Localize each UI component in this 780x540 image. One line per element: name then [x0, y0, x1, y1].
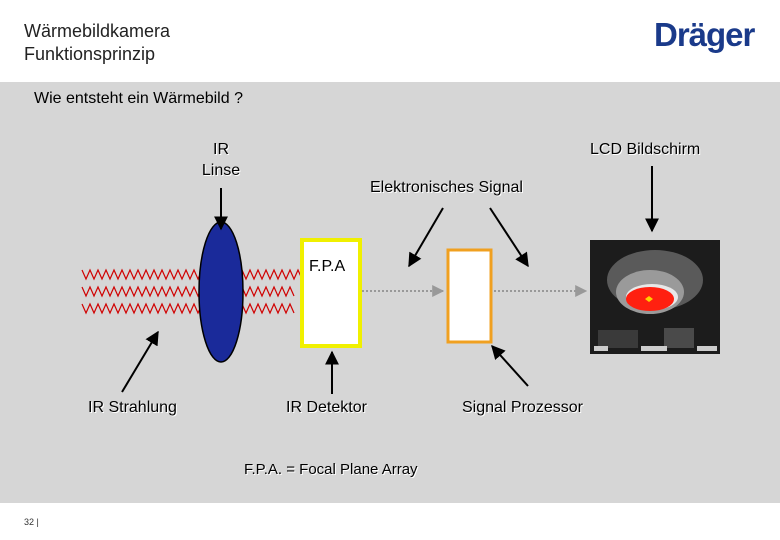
draeger-logo: Dräger — [654, 16, 755, 53]
lcd-screen — [590, 240, 720, 354]
slide-title: Wärmebildkamera — [24, 21, 171, 41]
page-number: 32 | — [24, 517, 39, 527]
label-signal-prozessor: Signal Prozessor — [462, 399, 583, 416]
ir-wave-2 — [81, 285, 295, 298]
arrow-signal-left — [408, 207, 444, 268]
ir-lens — [198, 221, 244, 363]
label-lcd: LCD Bildschirm — [590, 141, 701, 158]
arrow-signal-prozessor — [491, 344, 529, 387]
label-signal: Elektronisches Signal — [370, 179, 523, 196]
ir-wave-1 — [81, 268, 303, 281]
slide-subtitle: Funktionsprinzip — [24, 44, 156, 64]
question-text: Wie entsteht ein Wärmebild ? — [34, 90, 243, 107]
label-ir-detektor: IR Detektor — [286, 399, 367, 416]
ir-waves — [81, 268, 303, 315]
fpa-detector — [300, 238, 362, 348]
arrow-signal-right — [489, 207, 529, 268]
label-ir: IR — [213, 141, 229, 158]
label-linse: Linse — [201, 162, 241, 179]
ir-wave-3 — [81, 302, 295, 315]
label-fpa-definition: F.P.A. = Focal Plane Array — [244, 461, 418, 478]
signal-processor-box — [446, 248, 493, 344]
header: Wärmebildkamera Funktionsprinzip Dräger — [0, 0, 780, 82]
arrow-ir-strahlung — [121, 330, 159, 393]
label-fpa: F.P.A — [309, 258, 346, 275]
label-ir-strahlung: IR Strahlung — [88, 399, 177, 416]
footer: 32 | — [0, 503, 780, 540]
